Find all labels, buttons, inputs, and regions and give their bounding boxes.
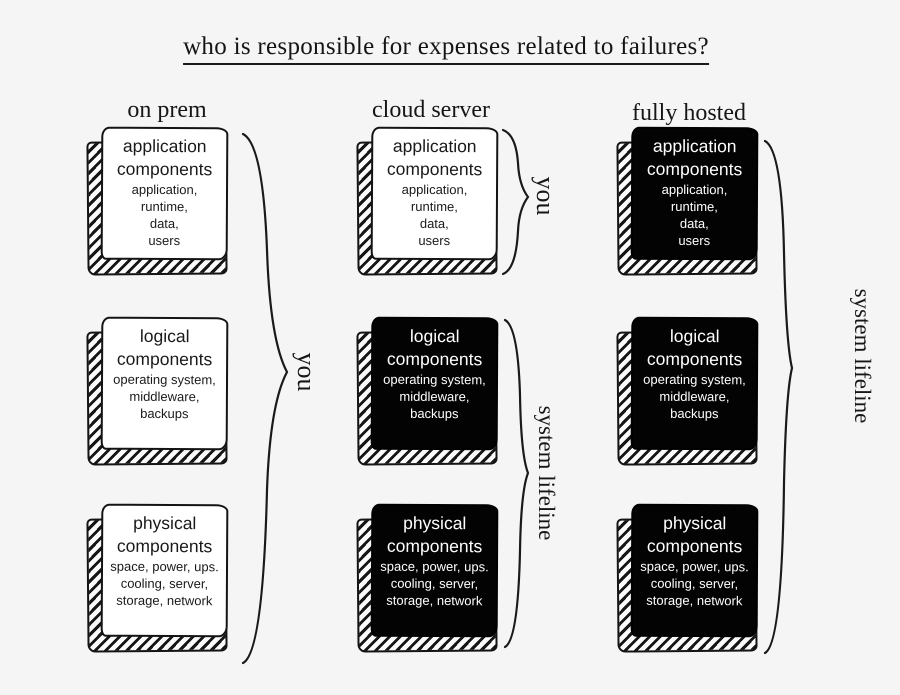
brace-label-you-onprem: you (292, 352, 321, 392)
box-title: application components (646, 135, 743, 180)
box-line: space, power, ups. (640, 558, 749, 575)
box-title: physical components (116, 512, 213, 557)
box-line: application, (131, 181, 198, 198)
brace-label-system-lifeline-hosted: system lifeline (850, 288, 875, 424)
box-line: backups (410, 405, 459, 422)
box-title: physical components (386, 512, 483, 557)
brace-cloud-application (501, 128, 530, 276)
box-line: cooling, server, (650, 575, 739, 592)
brace-label-system-lifeline-cloud: system lifeline (534, 405, 559, 541)
box-onprem-physical: physical components space, power, ups. c… (86, 503, 233, 656)
brace-cloud-lower (503, 318, 530, 649)
box-line: data, (149, 215, 179, 232)
box-title: physical components (646, 512, 743, 557)
brace-hosted-all (763, 139, 794, 655)
box-line: application, (661, 181, 728, 198)
box-face: physical components space, power, ups. c… (630, 503, 759, 638)
box-title: application components (116, 135, 213, 180)
box-face: application components application, runt… (100, 126, 229, 261)
box-face: physical components space, power, ups. c… (100, 503, 229, 638)
box-line: users (678, 232, 711, 249)
box-line: space, power, ups. (110, 558, 219, 575)
box-title: logical components (646, 325, 743, 370)
box-line: runtime, (140, 198, 188, 215)
box-title: application components (386, 135, 483, 180)
box-face: logical components operating system, mid… (370, 316, 499, 451)
column-header-fully-hosted: fully hosted (632, 100, 746, 126)
column-header-cloud-server: cloud server (372, 97, 490, 123)
column-header-on-prem: on prem (127, 97, 207, 123)
brace-onprem-all (241, 132, 289, 665)
box-line: middleware, (129, 388, 200, 405)
box-face: application components application, runt… (630, 126, 759, 261)
box-onprem-application: application components application, runt… (86, 126, 233, 279)
box-line: users (148, 232, 181, 249)
diagram-title: who is responsible for expenses related … (183, 33, 709, 65)
box-line: data, (679, 215, 709, 232)
box-face: logical components operating system, mid… (630, 316, 759, 451)
box-line: cooling, server, (390, 575, 479, 592)
box-line: application, (401, 181, 468, 198)
box-line: operating system, (383, 371, 486, 388)
box-line: users (418, 232, 451, 249)
box-cloud-physical: physical components space, power, ups. c… (356, 503, 503, 656)
box-line: middleware, (399, 388, 470, 405)
box-hosted-logical: logical components operating system, mid… (616, 316, 763, 469)
box-line: storage, network (386, 592, 483, 609)
box-line: runtime, (410, 198, 458, 215)
box-line: middleware, (659, 388, 730, 405)
box-cloud-application: application components application, runt… (356, 126, 503, 279)
box-line: cooling, server, (120, 575, 209, 592)
box-line: data, (419, 215, 449, 232)
box-line: storage, network (646, 592, 743, 609)
box-line: backups (670, 405, 719, 422)
box-title: logical components (386, 325, 483, 370)
box-line: operating system, (643, 371, 746, 388)
box-face: application components application, runt… (370, 126, 499, 261)
box-line: operating system, (113, 371, 216, 388)
box-title: logical components (116, 325, 213, 370)
box-line: runtime, (670, 198, 718, 215)
box-hosted-physical: physical components space, power, ups. c… (616, 503, 763, 656)
brace-label-you-cloud: you (531, 176, 560, 216)
box-line: space, power, ups. (380, 558, 489, 575)
box-cloud-logical: logical components operating system, mid… (356, 316, 503, 469)
box-face: logical components operating system, mid… (100, 316, 229, 451)
box-onprem-logical: logical components operating system, mid… (86, 316, 233, 469)
box-face: physical components space, power, ups. c… (370, 503, 499, 638)
box-hosted-application: application components application, runt… (616, 126, 763, 279)
box-line: storage, network (116, 592, 213, 609)
box-line: backups (140, 405, 189, 422)
